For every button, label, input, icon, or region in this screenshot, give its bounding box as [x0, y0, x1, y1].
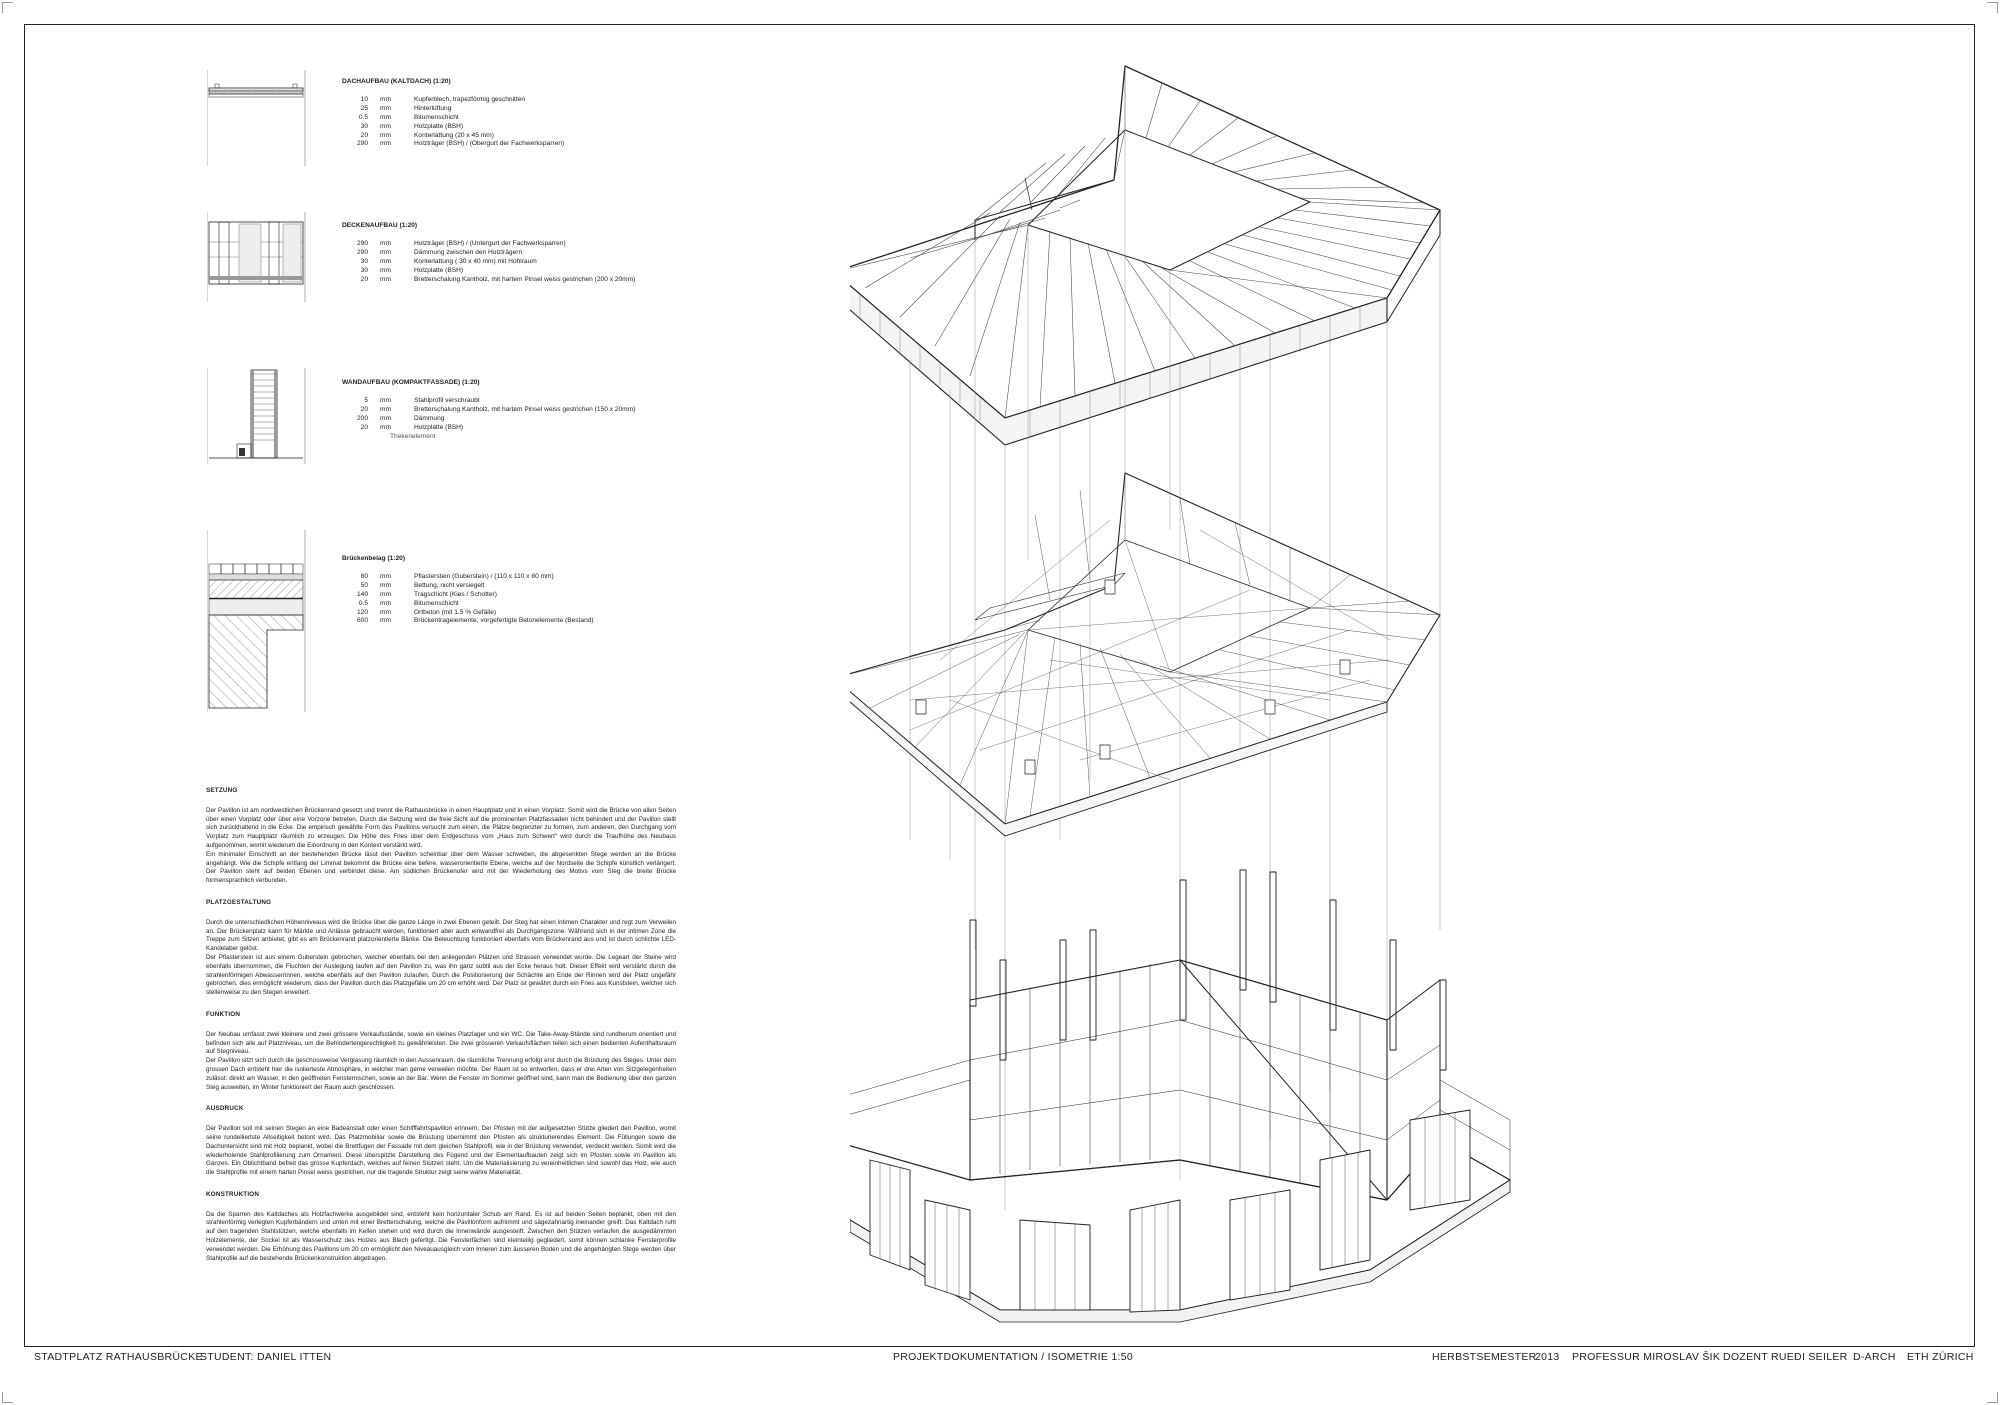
ceiling-detail-drawing	[207, 212, 307, 304]
footer-document: PROJEKTDOKUMENTATION / ISOMETRIE 1:50	[893, 1351, 1133, 1363]
footer-lecturer: DOZENT RUEDI SEILER	[1723, 1351, 1848, 1363]
footer-professor: PROFESSUR MIROSLAV ŠIK	[1572, 1351, 1721, 1363]
bridge-detail-drawing	[207, 530, 311, 720]
spec-title: DACHAUFBAU (KALTDACH) (1:20)	[342, 78, 451, 85]
footer-project: STADTPLATZ RATHAUSBRÜCKE	[34, 1351, 203, 1363]
spec-title: Brückenbelag (1:20)	[342, 555, 406, 562]
footer-semester: HERBSTSEMESTER	[1432, 1351, 1537, 1363]
footer-school: ETH ZÜRICH	[1907, 1351, 1974, 1363]
sheet-frame	[24, 24, 1975, 1347]
corner-mark	[2, 2, 13, 13]
section-heading: FUNKTION	[206, 1010, 241, 1018]
section-paragraph: Der Pavillon ist am nordwestlichen Brück…	[206, 806, 676, 849]
ceiling-layer	[833, 472, 1441, 837]
section-heading: PLATZGESTALTUNG	[206, 898, 272, 906]
section-heading: KONSTRUKTION	[206, 1190, 260, 1198]
spec-title: DECKENAUFBAU (1:20)	[342, 222, 418, 229]
footer-dept: D-ARCH	[1853, 1351, 1896, 1363]
pavilion-base-layer	[829, 869, 1511, 1323]
section-paragraph: Der Neubau umfasst zwei kleinere und zwe…	[206, 1030, 676, 1056]
footer-student: STUDENT: DANIEL ITTEN	[200, 1351, 332, 1363]
wall-detail-drawing	[207, 368, 307, 468]
section-heading: SETZUNG	[206, 787, 238, 794]
footer-year: 2013	[1535, 1351, 1560, 1363]
project-description: SETZUNG Der Pavillon ist am nordwestlich…	[206, 787, 676, 1263]
isometric-drawing	[829, 60, 1950, 1335]
roof-layer	[833, 65, 1441, 446]
corner-mark	[1987, 1392, 1998, 1403]
spec-note: Thekenelement	[390, 432, 436, 440]
section-paragraph: Der Pavillon sitzt sich durch die gescho…	[206, 1057, 676, 1091]
section-heading: AUSDRUCK	[206, 1105, 244, 1113]
section-paragraph: Der Pavillon soll mit seinen Stegen an e…	[206, 1125, 676, 1177]
spec-title: WANDAUFBAU (KOMPAKTFASSADE) (1:20)	[342, 379, 480, 386]
section-paragraph: Ein minimaler Einschnitt an der bestehen…	[206, 850, 676, 885]
section-paragraph: Der Pflasterstein ist aus einem Guberste…	[206, 953, 676, 997]
section-paragraph: Durch die unterschiedlichen Höhenniveaus…	[206, 918, 676, 953]
corner-mark	[1987, 2, 1998, 13]
section-paragraph: Da die Sparren des Kaltdaches als Holzfa…	[206, 1210, 676, 1262]
corner-mark	[2, 1392, 13, 1403]
roof-detail-drawing	[207, 70, 307, 170]
